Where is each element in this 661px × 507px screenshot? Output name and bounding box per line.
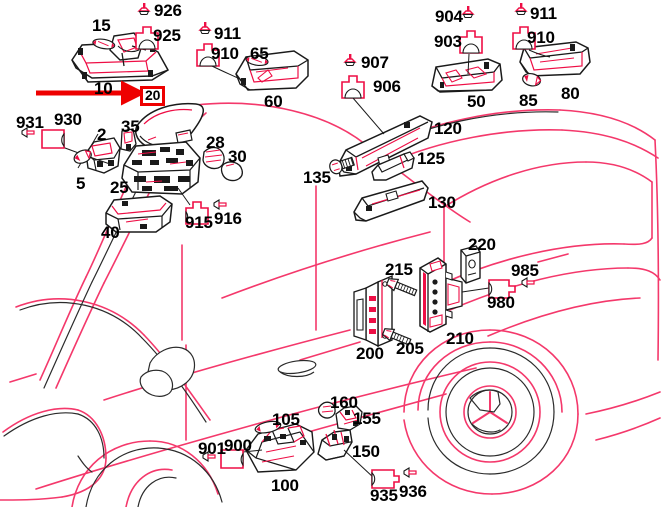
part-50-compartment-lamp bbox=[431, 58, 503, 93]
part-150-step-lamp bbox=[317, 429, 375, 479]
part-135-screw bbox=[329, 156, 355, 175]
part-label-220: 220 bbox=[468, 235, 496, 254]
part-label-120: 120 bbox=[434, 119, 462, 138]
part-label-25: 25 bbox=[110, 178, 129, 197]
part-210-sliding-contact bbox=[419, 257, 463, 333]
part-40-lamp-housing bbox=[105, 195, 173, 233]
part-label-930: 930 bbox=[54, 110, 82, 129]
leader-900 bbox=[242, 449, 263, 453]
part-label-906: 906 bbox=[373, 77, 401, 96]
part-label-100: 100 bbox=[271, 476, 299, 495]
part-label-205: 205 bbox=[396, 339, 424, 358]
part-label-200: 200 bbox=[356, 344, 384, 363]
part-label-925: 925 bbox=[153, 26, 181, 45]
part-935-housing bbox=[371, 469, 400, 489]
part-label-911b: 911 bbox=[530, 4, 557, 23]
part-label-40: 40 bbox=[101, 223, 120, 242]
part-label-155: 155 bbox=[353, 409, 381, 428]
part-label-160: 160 bbox=[330, 393, 358, 412]
part-60-reading-lamp bbox=[235, 50, 309, 91]
part-label-30: 30 bbox=[228, 147, 247, 166]
part-926-terminal bbox=[138, 2, 150, 16]
leader-906 bbox=[352, 97, 385, 135]
part-936-terminal bbox=[403, 467, 417, 478]
part-160-clip bbox=[317, 401, 336, 419]
part-label-2: 2 bbox=[97, 125, 107, 144]
part-label-85: 85 bbox=[519, 91, 538, 110]
part-label-10: 10 bbox=[94, 79, 113, 98]
part-35-bracket bbox=[120, 128, 137, 152]
part-label-916: 916 bbox=[214, 209, 242, 228]
part-85-bulb bbox=[522, 72, 542, 87]
part-907-terminal bbox=[344, 53, 356, 67]
part-label-907: 907 bbox=[361, 53, 389, 72]
part-930-housing bbox=[41, 129, 65, 149]
part-label-901: 901 bbox=[198, 439, 226, 458]
part-label-105: 105 bbox=[272, 410, 300, 429]
part-28-grommet bbox=[202, 146, 225, 170]
leader-925 bbox=[117, 45, 140, 53]
part-915-housing bbox=[185, 201, 209, 225]
part-916-terminal bbox=[213, 199, 227, 210]
part-label-20: 20 bbox=[140, 86, 166, 106]
part-label-125: 125 bbox=[417, 149, 445, 168]
part-label-910a: 910 bbox=[211, 44, 239, 63]
part-label-931: 931 bbox=[16, 113, 44, 132]
part-label-135: 135 bbox=[303, 168, 331, 187]
leader-980 bbox=[461, 287, 490, 293]
part-120-side-lamp bbox=[337, 115, 433, 177]
part-215-screw bbox=[385, 278, 418, 297]
part-30-bulb-holder bbox=[220, 161, 243, 182]
part-200-door-contact bbox=[353, 274, 393, 348]
part-205-screw bbox=[381, 328, 412, 346]
leader-910-right bbox=[528, 49, 551, 58]
part-220-bracket-plate bbox=[460, 245, 481, 284]
part-980-housing bbox=[488, 279, 516, 299]
door-handle bbox=[277, 359, 317, 378]
part-906-housing bbox=[341, 75, 365, 99]
part-label-65: 65 bbox=[250, 44, 269, 63]
part-911-terminal-left bbox=[199, 21, 211, 35]
part-label-50: 50 bbox=[467, 92, 486, 111]
part-label-210: 210 bbox=[446, 329, 474, 348]
part-155-bulb-socket bbox=[335, 405, 363, 431]
part-130-trim-strip bbox=[353, 180, 429, 222]
part-label-900: 900 bbox=[224, 436, 252, 455]
part-label-15: 15 bbox=[92, 16, 111, 35]
part-label-985: 985 bbox=[511, 261, 539, 280]
part-label-910b: 910 bbox=[527, 28, 555, 47]
part-label-150: 150 bbox=[352, 442, 380, 461]
leader-903 bbox=[467, 53, 470, 75]
part-label-980: 980 bbox=[487, 293, 515, 312]
part-label-130: 130 bbox=[428, 193, 456, 212]
leader-910-left bbox=[211, 65, 243, 81]
part-20-roof-frame bbox=[135, 102, 204, 151]
part-label-28: 28 bbox=[206, 133, 225, 152]
part-25-control-module bbox=[121, 141, 201, 206]
part-125-tube-lamp bbox=[371, 151, 415, 181]
part-label-935: 935 bbox=[370, 486, 398, 505]
part-105-bulb bbox=[254, 420, 282, 434]
part-label-215: 215 bbox=[385, 260, 413, 279]
part-911-terminal-right bbox=[515, 2, 527, 16]
part-900-housing bbox=[220, 449, 244, 469]
side-mirror bbox=[139, 346, 196, 397]
part-label-915: 915 bbox=[185, 213, 213, 232]
part-10-overhead-console bbox=[71, 32, 170, 83]
part-label-904: 904 bbox=[435, 7, 463, 26]
part-label-903: 903 bbox=[434, 32, 462, 51]
part-label-60: 60 bbox=[264, 92, 283, 111]
part-5-bulb bbox=[73, 149, 92, 164]
part-label-35: 35 bbox=[121, 117, 140, 136]
part-label-926: 926 bbox=[154, 1, 182, 20]
part-904-terminal bbox=[462, 5, 474, 19]
part-label-936: 936 bbox=[399, 482, 427, 501]
part-label-911a: 911 bbox=[214, 24, 241, 43]
part-label-5: 5 bbox=[76, 174, 86, 193]
part-label-80: 80 bbox=[561, 84, 580, 103]
part-903-housing bbox=[459, 30, 483, 54]
